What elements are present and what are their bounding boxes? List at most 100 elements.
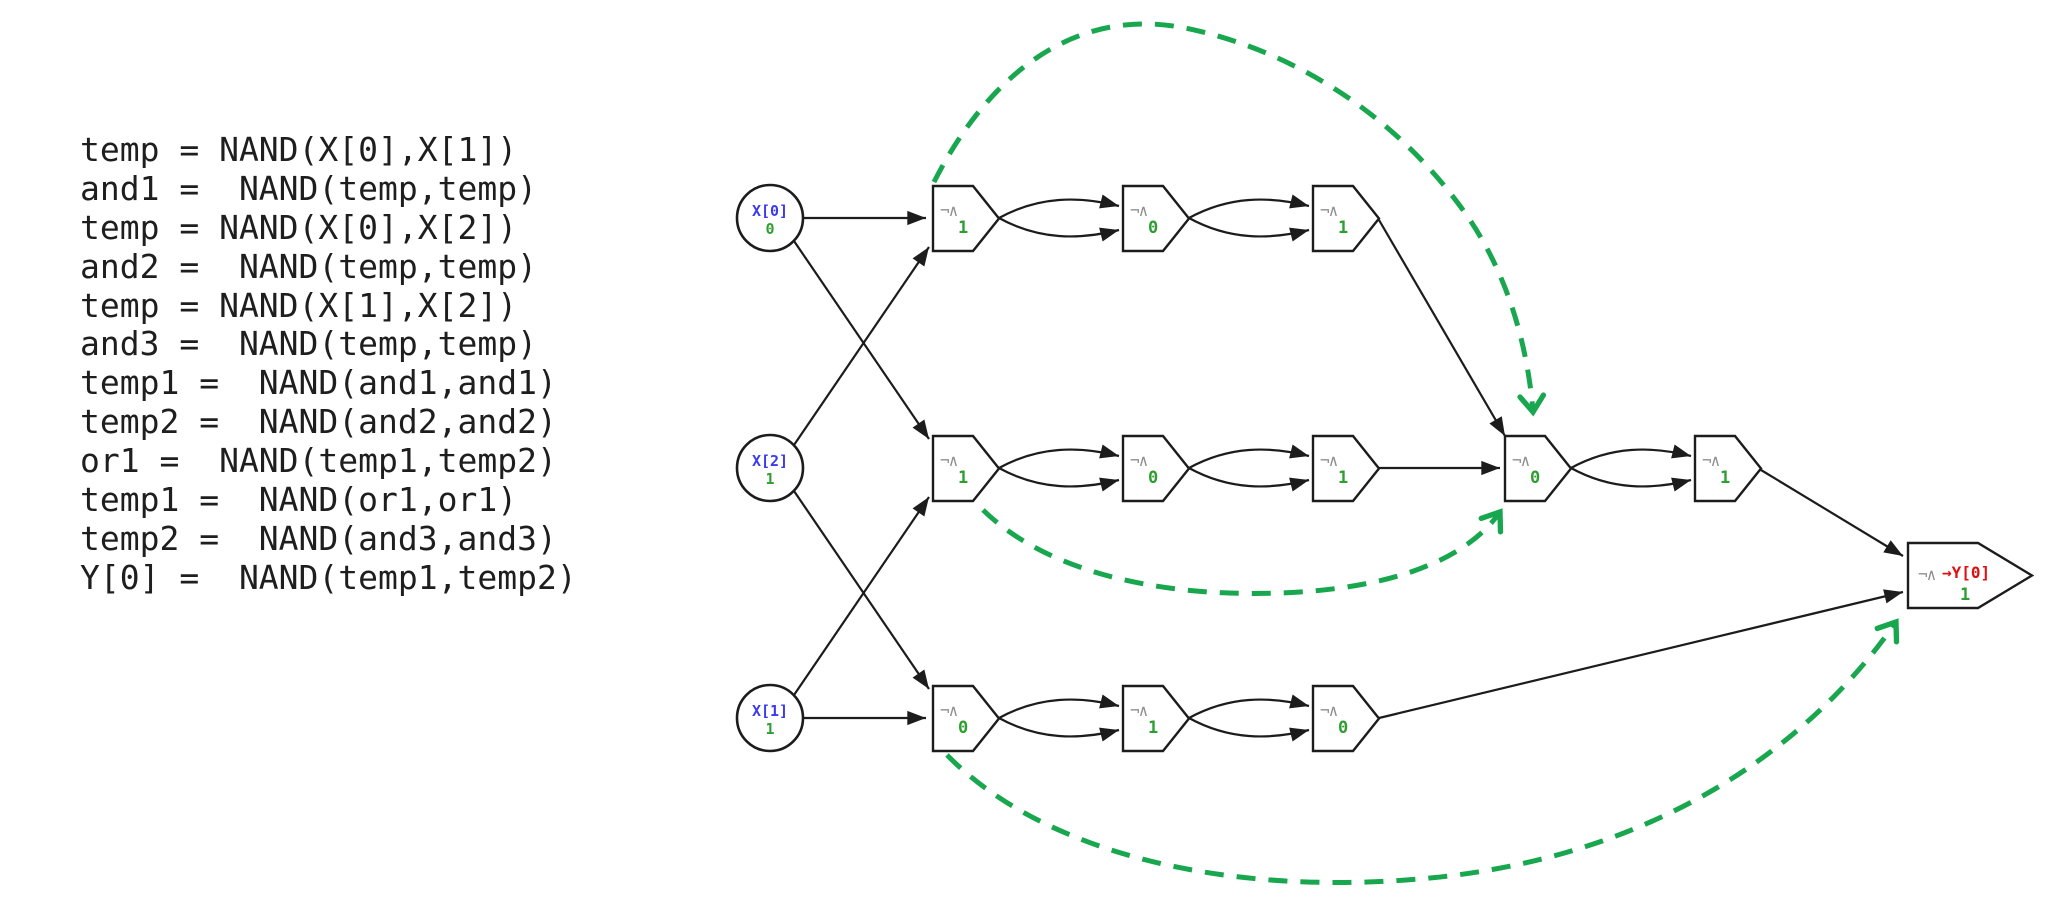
- code-line: and1 = NAND(temp,temp): [80, 168, 537, 208]
- gate-shape: [1121, 434, 1191, 503]
- gate-layer: ¬∧1¬∧0¬∧1¬∧1¬∧0¬∧1¬∧0¬∧1¬∧0¬∧1¬∧0¬∧→Y[0]…: [931, 184, 2035, 753]
- output-gate-y0: ¬∧ →Y[0] 1: [1906, 541, 2035, 610]
- code-line: temp1 = NAND(and1,and1): [80, 363, 557, 403]
- gate-value: 0: [1148, 468, 1158, 488]
- output-label: →Y[0]: [1942, 563, 1990, 582]
- nand-gate-t1: ¬∧1: [931, 184, 1001, 253]
- wire: [793, 246, 930, 446]
- input-circle: [735, 683, 805, 753]
- wire: [793, 240, 930, 440]
- highlight-arrow-bottom: [945, 618, 1900, 885]
- nand-gate-b3: ¬∧0: [1311, 684, 1381, 753]
- gate-value: 1: [1338, 218, 1348, 238]
- code-panel: temp = NAND(X[0],X[1])and1 = NAND(temp,t…: [80, 130, 577, 598]
- gate-shape: [1503, 434, 1573, 503]
- input-node-x2: X[2]1: [735, 433, 805, 503]
- nand-symbol: ¬∧: [1918, 565, 1936, 584]
- nand-gate-m3: ¬∧1: [1311, 434, 1381, 503]
- wire: [1760, 469, 1904, 557]
- highlight-arrow-top: [931, 21, 1547, 417]
- nand-gate-b1: ¬∧0: [931, 684, 1001, 753]
- wire-pair-upper: [1188, 194, 1310, 219]
- wire-pair-upper: [1188, 444, 1310, 469]
- gate-value: 0: [1530, 468, 1540, 488]
- code-line: temp = NAND(X[0],X[2]): [80, 207, 518, 247]
- wire-pair-lower: [1188, 717, 1310, 742]
- gate-shape: [1311, 184, 1381, 253]
- nand-symbol: ¬∧: [1702, 451, 1720, 470]
- gate-shape: [1906, 541, 2035, 610]
- code-line: Y[0] = NAND(temp1,temp2): [80, 557, 577, 597]
- nand-symbol: ¬∧: [940, 451, 958, 470]
- wire-pair-upper: [998, 444, 1120, 469]
- nand-gate-m2: ¬∧0: [1121, 434, 1191, 503]
- input-label: X[0]: [752, 202, 788, 220]
- gate-value: 0: [1338, 718, 1348, 738]
- gate-value: 1: [1148, 718, 1158, 738]
- nand-gate-b2: ¬∧1: [1121, 684, 1191, 753]
- code-line: temp = NAND(X[1],X[2]): [80, 285, 518, 325]
- nand-symbol: ¬∧: [1320, 701, 1338, 720]
- highlight-arrow-middle: [981, 508, 1504, 596]
- nand-symbol: ¬∧: [940, 201, 958, 220]
- gate-shape: [1121, 184, 1191, 253]
- code-line: temp1 = NAND(or1,or1): [80, 480, 518, 520]
- wire: [1378, 589, 1904, 720]
- nand-symbol: ¬∧: [1320, 451, 1338, 470]
- gate-shape: [931, 184, 1001, 253]
- nand-symbol: ¬∧: [1512, 451, 1530, 470]
- code-line: temp = NAND(X[0],X[1]): [80, 130, 518, 169]
- gate-value: 1: [1960, 585, 1970, 605]
- highlight-layer: [931, 21, 1900, 885]
- wire-pair-lower: [998, 217, 1120, 242]
- input-node-x0: X[0]0: [735, 183, 805, 253]
- input-node-x1: X[1]1: [735, 683, 805, 753]
- nand-gate-t3: ¬∧1: [1311, 184, 1381, 253]
- nand-symbol: ¬∧: [940, 701, 958, 720]
- nand-gate-m1: ¬∧1: [931, 434, 1001, 503]
- wire: [793, 496, 930, 696]
- code-line: temp2 = NAND(and3,and3): [80, 518, 557, 558]
- code-line: and3 = NAND(temp,temp): [80, 324, 537, 364]
- nand-symbol: ¬∧: [1320, 201, 1338, 220]
- gate-value: 0: [1148, 218, 1158, 238]
- input-value: 1: [765, 470, 774, 488]
- wire-pair-upper: [1570, 444, 1692, 469]
- wire-pair-lower: [1570, 467, 1692, 492]
- nand-gate-t2: ¬∧0: [1121, 184, 1191, 253]
- gate-shape: [1311, 684, 1381, 753]
- code-line: temp2 = NAND(and2,and2): [80, 402, 557, 442]
- wire-pair-lower: [1188, 217, 1310, 242]
- wire-pair-upper: [1188, 694, 1310, 719]
- wire: [793, 490, 930, 690]
- wire: [1378, 219, 1506, 437]
- nand-gate-m5: ¬∧1: [1693, 434, 1763, 503]
- gate-value: 1: [1338, 468, 1348, 488]
- wire-layer: [793, 194, 1904, 742]
- gate-shape: [931, 434, 1001, 503]
- wire-pair-lower: [998, 717, 1120, 742]
- input-value: 0: [765, 220, 774, 238]
- gate-value: 1: [958, 218, 968, 238]
- code-line: and2 = NAND(temp,temp): [80, 246, 537, 286]
- gate-value: 0: [958, 718, 968, 738]
- input-value: 1: [765, 720, 774, 738]
- gate-value: 1: [1720, 468, 1730, 488]
- wire-pair-lower: [1188, 467, 1310, 492]
- nand-gate-m4: ¬∧0: [1503, 434, 1573, 503]
- wire-pair-lower: [998, 467, 1120, 492]
- input-label: X[1]: [752, 702, 788, 720]
- input-circle: [735, 433, 805, 503]
- nand-symbol: ¬∧: [1130, 701, 1148, 720]
- gate-shape: [1693, 434, 1763, 503]
- wire-pair-upper: [998, 194, 1120, 219]
- code-line: or1 = NAND(temp1,temp2): [80, 441, 557, 481]
- gate-shape: [1311, 434, 1381, 503]
- input-layer: X[0]0X[2]1X[1]1: [735, 183, 805, 753]
- wire-pair-upper: [998, 694, 1120, 719]
- gate-value: 1: [958, 468, 968, 488]
- input-label: X[2]: [752, 452, 788, 470]
- nand-symbol: ¬∧: [1130, 201, 1148, 220]
- nand-symbol: ¬∧: [1130, 451, 1148, 470]
